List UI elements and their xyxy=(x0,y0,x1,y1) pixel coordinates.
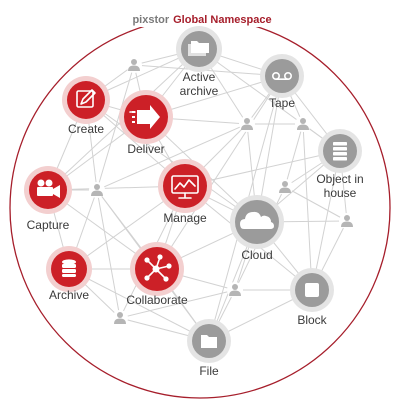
arrow-icon xyxy=(129,105,160,129)
person-icon xyxy=(112,310,128,326)
nodes-layer: Create Deliver Capt xyxy=(24,26,364,378)
person-icon xyxy=(339,213,355,229)
label-block: Block xyxy=(297,313,327,327)
label-active-archive-line1: Active xyxy=(183,70,216,84)
label-object-line1: Object in xyxy=(316,172,363,186)
cloud-icon xyxy=(240,211,274,229)
label-archive: Archive xyxy=(49,288,89,302)
camera-icon xyxy=(37,179,60,198)
connection-line xyxy=(68,268,210,342)
connection-line xyxy=(302,123,313,291)
node-manage: Manage xyxy=(158,159,212,225)
node-block: Block xyxy=(290,268,334,327)
person-icon xyxy=(126,57,142,73)
title-text: Global Namespace xyxy=(173,14,271,26)
connection-line xyxy=(96,123,248,191)
monitor-icon xyxy=(171,175,199,199)
node-create: Create xyxy=(62,76,110,136)
folders-icon xyxy=(188,41,209,56)
person-icon xyxy=(227,282,243,298)
connection-line xyxy=(85,99,258,223)
label-collaborate: Collaborate xyxy=(126,293,188,307)
person-icon xyxy=(89,182,105,198)
node-tape: Tape xyxy=(260,54,304,110)
label-manage: Manage xyxy=(163,211,207,225)
node-archive: Archive xyxy=(46,246,92,302)
node-file: File xyxy=(187,319,231,378)
block-icon xyxy=(305,283,319,297)
node-object-in-house: Object in house xyxy=(316,129,364,200)
label-cloud: Cloud xyxy=(241,248,272,262)
label-deliver: Deliver xyxy=(127,142,164,156)
connection-line xyxy=(284,186,348,222)
connection-line xyxy=(133,64,283,77)
connection-line xyxy=(284,123,304,188)
folder-icon xyxy=(201,335,217,348)
connection-line xyxy=(96,189,121,319)
person-icon xyxy=(239,116,255,132)
label-tape: Tape xyxy=(269,96,295,110)
connection-line xyxy=(156,75,283,270)
pencil-icon xyxy=(76,89,96,108)
database-icon xyxy=(62,259,76,277)
users-layer xyxy=(89,57,355,326)
node-deliver: Deliver xyxy=(119,90,173,156)
diagram-title: pixstor Global Namespace xyxy=(110,10,295,27)
connection-line xyxy=(96,64,135,191)
connection-line xyxy=(119,289,236,319)
node-cloud: Cloud xyxy=(230,195,284,262)
connection-line xyxy=(311,150,341,291)
network-icon xyxy=(144,254,172,282)
label-create: Create xyxy=(68,122,104,136)
server-icon xyxy=(333,142,347,161)
brand-logo-text: pixstor xyxy=(132,14,169,26)
tape-icon xyxy=(271,72,292,81)
label-capture: Capture xyxy=(27,218,70,232)
label-object-line2: house xyxy=(324,186,357,200)
node-collaborate: Collaborate xyxy=(126,242,188,307)
person-icon xyxy=(295,116,311,132)
node-active-archive: Active archive xyxy=(176,26,222,98)
person-icon xyxy=(277,179,293,195)
node-capture: Capture xyxy=(24,166,72,232)
label-active-archive-line2: archive xyxy=(180,84,219,98)
label-file: File xyxy=(199,364,219,378)
